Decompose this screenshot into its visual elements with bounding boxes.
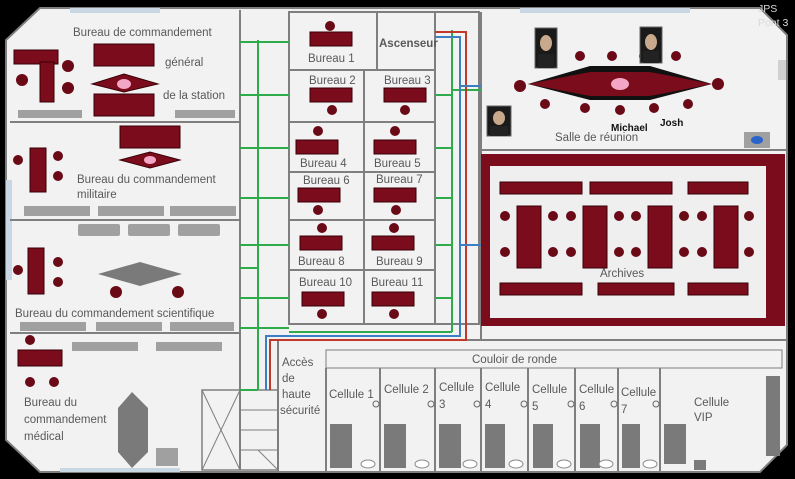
military-command-label-2: militaire bbox=[77, 189, 117, 201]
cell-3-label-2: 3 bbox=[439, 399, 445, 411]
meeting-room-furniture bbox=[514, 51, 770, 148]
cell-7-label: Cellule bbox=[621, 387, 656, 399]
security-label-3: haute bbox=[282, 389, 311, 401]
portrait-icon bbox=[534, 27, 558, 69]
medical-command-label-2: commandement bbox=[24, 414, 107, 426]
cell-vip-label: Cellule bbox=[694, 397, 729, 409]
portrait-icon bbox=[639, 26, 663, 64]
military-command-label: Bureau du commandement bbox=[77, 174, 217, 186]
general-command-label: Bureau de commandement bbox=[73, 27, 213, 39]
medical-command-label: Bureau du bbox=[24, 397, 77, 409]
network-blue bbox=[265, 36, 481, 390]
hull-window bbox=[6, 180, 12, 280]
general-command-label-2: général bbox=[165, 57, 203, 69]
offices-block bbox=[288, 11, 480, 325]
medical-command-furniture bbox=[17, 335, 222, 468]
archives-label: Archives bbox=[600, 268, 644, 280]
office-label-4: Bureau 4 bbox=[300, 158, 347, 170]
cell-2-label: Cellule 2 bbox=[384, 384, 429, 396]
general-command-furniture bbox=[13, 43, 235, 118]
cell-5-label-2: 5 bbox=[532, 401, 538, 413]
cell-4-label-2: 4 bbox=[485, 399, 492, 411]
general-command-label-3: de la station bbox=[163, 90, 225, 102]
office-furniture bbox=[295, 21, 427, 319]
hull-window bbox=[520, 8, 690, 13]
office-label-6: Bureau 6 bbox=[303, 175, 350, 187]
cell-6-label: Cellule bbox=[579, 384, 614, 396]
cell-1-label: Cellule 1 bbox=[329, 389, 374, 401]
corridor bbox=[325, 349, 783, 369]
office-label-2: Bureau 2 bbox=[309, 75, 356, 87]
office-label-7: Bureau 7 bbox=[376, 174, 423, 186]
office-label-3: Bureau 3 bbox=[384, 75, 431, 87]
network-green bbox=[240, 30, 481, 391]
cell-7-label-2: 7 bbox=[621, 404, 627, 416]
meeting-room-label: Salle de réunion bbox=[555, 132, 638, 144]
office-label-11: Bureau 11 bbox=[371, 277, 423, 289]
science-command-furniture bbox=[13, 224, 234, 331]
military-command-furniture bbox=[13, 125, 236, 216]
network-red bbox=[269, 31, 467, 390]
corridor-label: Couloir de ronde bbox=[472, 354, 557, 366]
cell-beds bbox=[330, 376, 780, 470]
deck-name: Pont 3 bbox=[758, 17, 789, 29]
security-label-4: sécurité bbox=[280, 405, 320, 417]
cell-vip-label-2: VIP bbox=[694, 412, 713, 424]
science-command-label: Bureau du commandement scientifique bbox=[15, 308, 214, 320]
office-label-8: Bureau 8 bbox=[298, 256, 345, 268]
office-label-5: Bureau 5 bbox=[374, 158, 421, 170]
office-label-10: Bureau 10 bbox=[299, 277, 352, 289]
cell-5-label: Cellule bbox=[532, 384, 567, 396]
hull-window bbox=[70, 8, 160, 13]
person-label-michael: Michael bbox=[611, 123, 648, 134]
security-label: Accès bbox=[282, 357, 314, 369]
archives-furniture bbox=[499, 181, 754, 296]
hull-window bbox=[778, 60, 786, 80]
office-label-1: Bureau 1 bbox=[308, 53, 355, 65]
person-label-josh: Josh bbox=[660, 118, 683, 129]
cell-6-label-2: 6 bbox=[579, 401, 585, 413]
portrait-icon bbox=[486, 105, 512, 137]
elevator-label: Ascenseur bbox=[379, 38, 438, 50]
ship-name: JPS bbox=[758, 3, 777, 15]
cell-3-label: Cellule bbox=[439, 382, 474, 394]
office-label-9: Bureau 9 bbox=[376, 256, 423, 268]
medical-command-label-3: médical bbox=[24, 431, 64, 443]
security-label-2: de bbox=[282, 373, 295, 385]
cell-4-label: Cellule bbox=[485, 382, 520, 394]
hull-window bbox=[60, 468, 180, 472]
